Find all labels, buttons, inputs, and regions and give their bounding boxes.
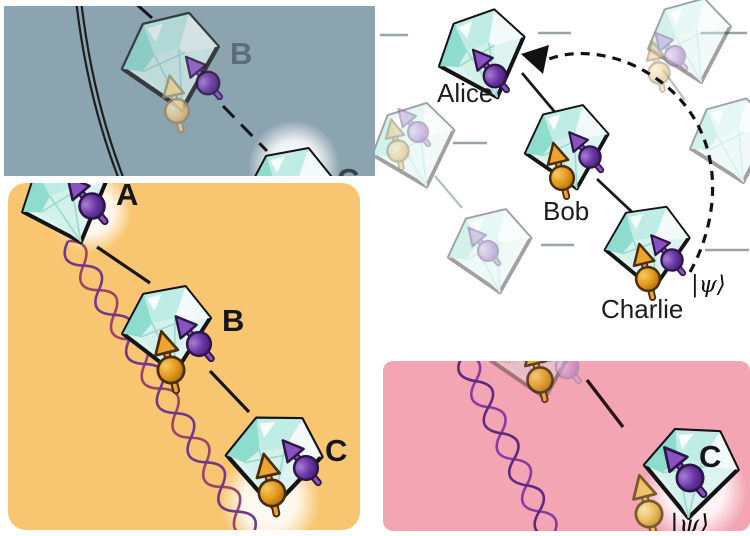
teleport-arrow-icon (521, 45, 715, 273)
lattice-links (380, 31, 749, 252)
panel-memory-blue: B C (4, 6, 375, 176)
diamond-a-label: A (116, 183, 138, 212)
link-b-c (208, 369, 251, 414)
diamond-b-label: B (222, 303, 244, 338)
link-a-b (96, 245, 151, 285)
link-bob-charlie (596, 177, 633, 214)
diamond-c-partial-label: C (337, 162, 359, 176)
panel-teleport-pink: C |ψ⟩ (383, 361, 750, 531)
arrowhead-icon (521, 45, 549, 74)
alice-label: Alice (437, 78, 493, 108)
panel-network-white: Alice Bob Charlie |ψ⟩ (375, 0, 750, 360)
diamond-c-label: C (699, 439, 721, 474)
bob-label: Bob (543, 196, 589, 226)
link-dark (585, 378, 625, 429)
panel-entangled-orange: A B C (8, 183, 360, 530)
boundary-arc-icon (75, 6, 124, 176)
diamond-faded-icon (682, 93, 750, 192)
link-dash-mid (221, 104, 269, 153)
psi-state-label: |ψ⟩ (670, 510, 709, 531)
link-dash-top (136, 6, 153, 20)
diamond-b-label: B (230, 36, 252, 71)
charlie-label: Charlie (601, 294, 683, 324)
link-alice-bob (520, 72, 561, 118)
diamond-c-label: C (325, 433, 347, 468)
psi-state-label: |ψ⟩ (691, 272, 726, 298)
